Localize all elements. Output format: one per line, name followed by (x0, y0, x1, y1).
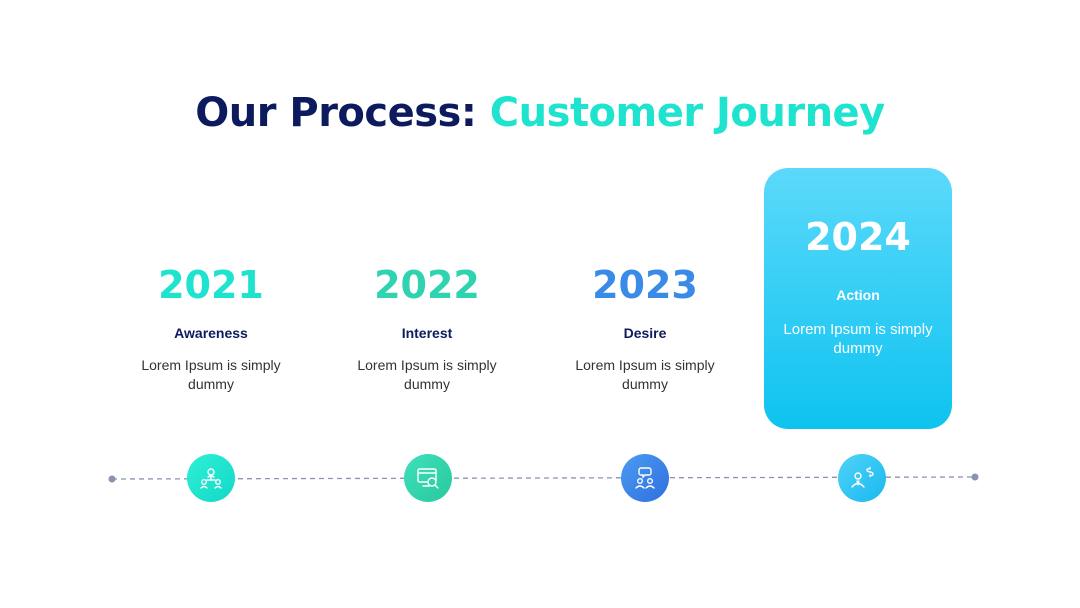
step-desire: 2023 Desire Lorem Ipsum is simply dummy (550, 262, 740, 394)
team-network-icon (200, 468, 222, 489)
monitor-search-icon (417, 468, 439, 489)
step-description: Lorem Ipsum is simply dummy (141, 357, 281, 392)
step-description: Lorem Ipsum is simply dummy (783, 321, 933, 357)
step-description: Lorem Ipsum is simply dummy (575, 357, 715, 392)
page-title: Our Process: Customer Journey (0, 90, 1080, 136)
title-part-1: Our Process: (195, 90, 477, 136)
node-interest (404, 454, 452, 502)
step-label: Action (836, 287, 880, 303)
step-awareness: 2021 Awareness Lorem Ipsum is simply dum… (116, 262, 306, 394)
title-part-2: Customer Journey (489, 90, 885, 136)
step-year: 2021 (158, 263, 264, 307)
step-label: Interest (401, 325, 453, 341)
step-year: 2022 (374, 263, 480, 307)
node-action (838, 454, 886, 502)
step-year: 2024 (805, 215, 911, 259)
timeline-end-dot (971, 473, 979, 481)
node-desire (621, 454, 669, 502)
step-action-card: 2024 Action Lorem Ipsum is simply dummy (764, 168, 952, 429)
node-awareness (187, 454, 235, 502)
step-description: Lorem Ipsum is simply dummy (357, 357, 497, 392)
user-dollar-icon (851, 466, 874, 488)
step-interest: 2022 Interest Lorem Ipsum is simply dumm… (332, 262, 522, 394)
step-label: Awareness (174, 325, 248, 341)
step-label: Desire (623, 325, 667, 341)
timeline-start-dot (108, 475, 116, 483)
step-year: 2023 (592, 263, 698, 307)
group-chat-icon (635, 467, 655, 489)
